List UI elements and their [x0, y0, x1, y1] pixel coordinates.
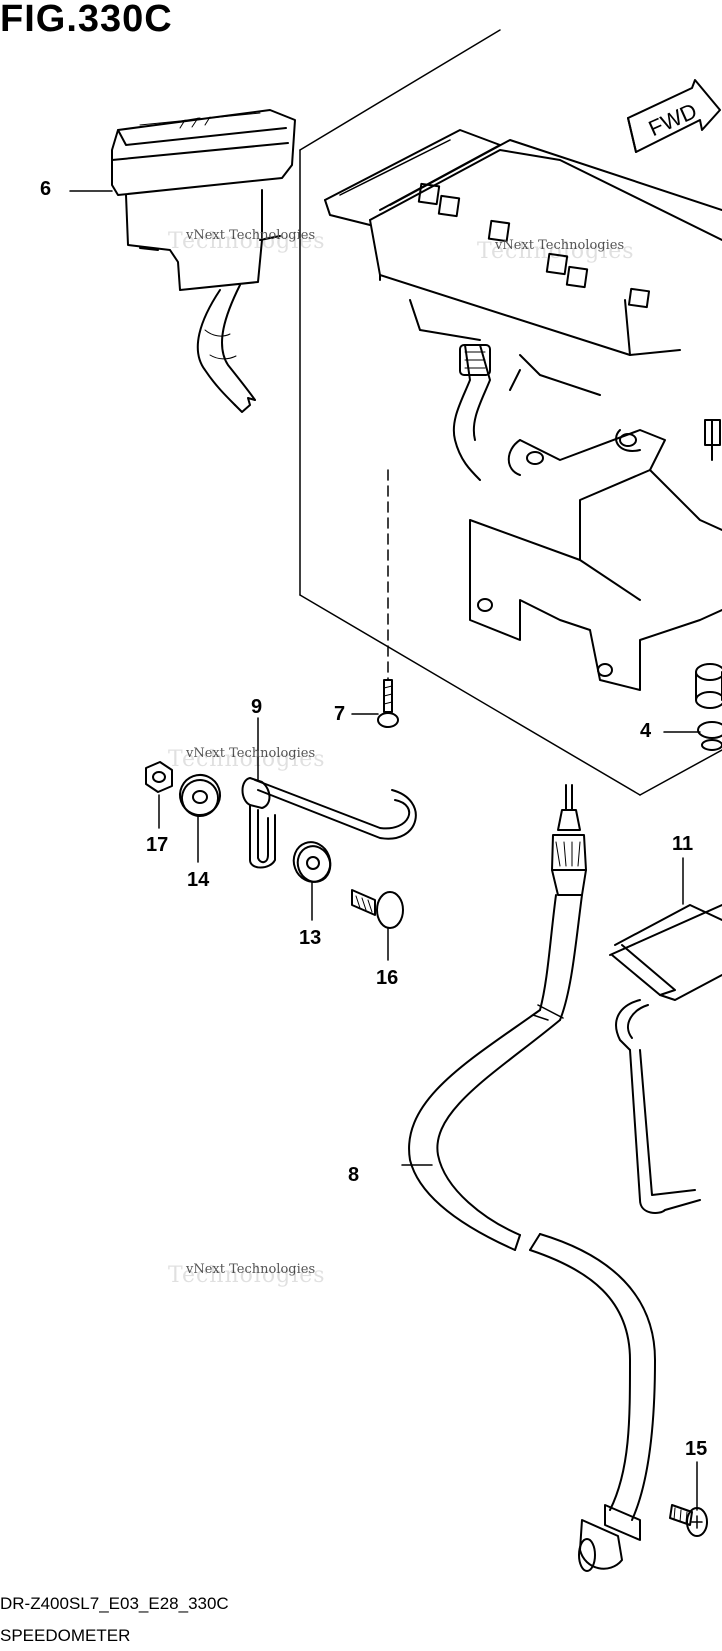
callout-6: 6 — [40, 178, 52, 200]
watermark-line2: Technologies — [168, 229, 326, 254]
watermark: vNext Technologies Technologies — [168, 746, 326, 772]
part-11-guide — [609, 857, 722, 1214]
watermark: vNext Technologies Technologies — [168, 228, 326, 254]
callout-16: 16 — [376, 967, 399, 989]
part-15-screw — [669, 1461, 708, 1537]
watermark-line1: vNext Technologies — [495, 238, 625, 253]
part-4-grommet — [695, 419, 722, 751]
part-14-washer — [179, 774, 221, 863]
callout-4: 4 — [640, 720, 652, 742]
watermark: vNext Technologies Technologies — [168, 1262, 326, 1288]
part-17-nut — [145, 761, 173, 829]
callout-8: 8 — [348, 1164, 360, 1186]
figure-title: FIG.330C — [0, 0, 173, 40]
watermark: vNext Technologies Technologies — [477, 238, 635, 264]
watermark-line1: vNext Technologies — [186, 1262, 316, 1277]
model-code: DR-Z400SL7_E03_E28_330C — [0, 1594, 229, 1613]
leader-lines — [69, 190, 701, 733]
watermark-line1: vNext Technologies — [186, 746, 316, 761]
watermark-line1: vNext Technologies — [186, 228, 316, 243]
callout-9: 9 — [251, 696, 263, 718]
part-13-washer — [292, 841, 332, 921]
part-9-clip — [241, 717, 417, 869]
section-name: SPEEDOMETER — [0, 1626, 131, 1645]
callout-17: 17 — [146, 834, 169, 856]
callout-14: 14 — [187, 869, 210, 891]
speedometer-unit — [324, 129, 722, 481]
part-16-bolt — [351, 889, 404, 961]
bracket — [469, 429, 722, 691]
part-8-cable — [401, 784, 656, 1572]
watermark-line2: Technologies — [168, 747, 326, 772]
watermark-line2: Technologies — [168, 1263, 326, 1288]
part-7-screw — [351, 469, 399, 728]
callout-7: 7 — [334, 703, 346, 725]
callout-13: 13 — [299, 927, 322, 949]
callout-15: 15 — [685, 1438, 708, 1460]
callout-11: 11 — [672, 833, 694, 855]
part-6-cover — [111, 109, 296, 413]
fwd-arrow: FWD — [627, 79, 721, 153]
watermark-line2: Technologies — [477, 239, 635, 264]
frame-lines — [299, 29, 722, 796]
